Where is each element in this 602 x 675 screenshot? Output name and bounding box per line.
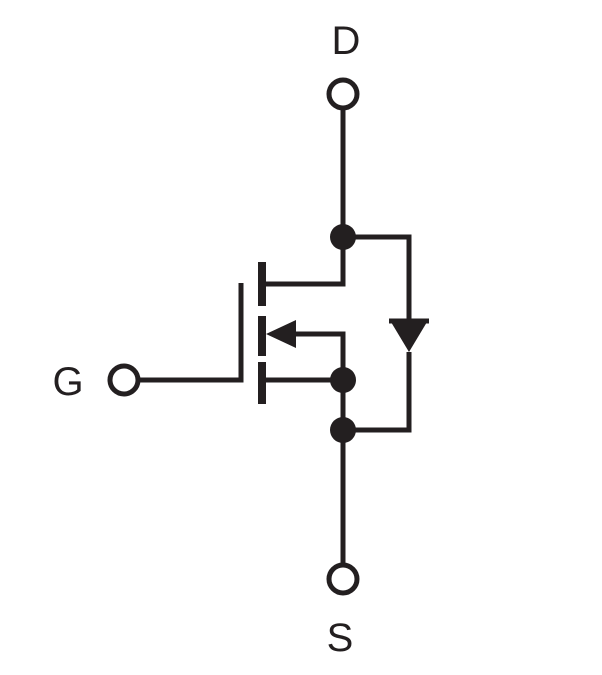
drain-terminal xyxy=(326,77,360,111)
diode-wire-top xyxy=(343,234,412,320)
body-wire xyxy=(285,331,346,380)
drain-channel-wire xyxy=(262,237,346,287)
drain-junction-dot xyxy=(330,224,356,250)
diode-wire-bottom xyxy=(343,352,412,433)
source-junction-dot xyxy=(330,367,356,393)
body-arrow-icon xyxy=(266,320,296,348)
source-terminal xyxy=(326,562,360,596)
drain-label: D xyxy=(332,19,361,63)
diode-junction-dot xyxy=(330,417,356,443)
gate-wire xyxy=(140,283,244,383)
gate-terminal xyxy=(107,363,141,397)
source-label: S xyxy=(327,616,354,660)
diode-triangle-icon xyxy=(391,322,427,352)
gate-label: G xyxy=(52,360,83,404)
